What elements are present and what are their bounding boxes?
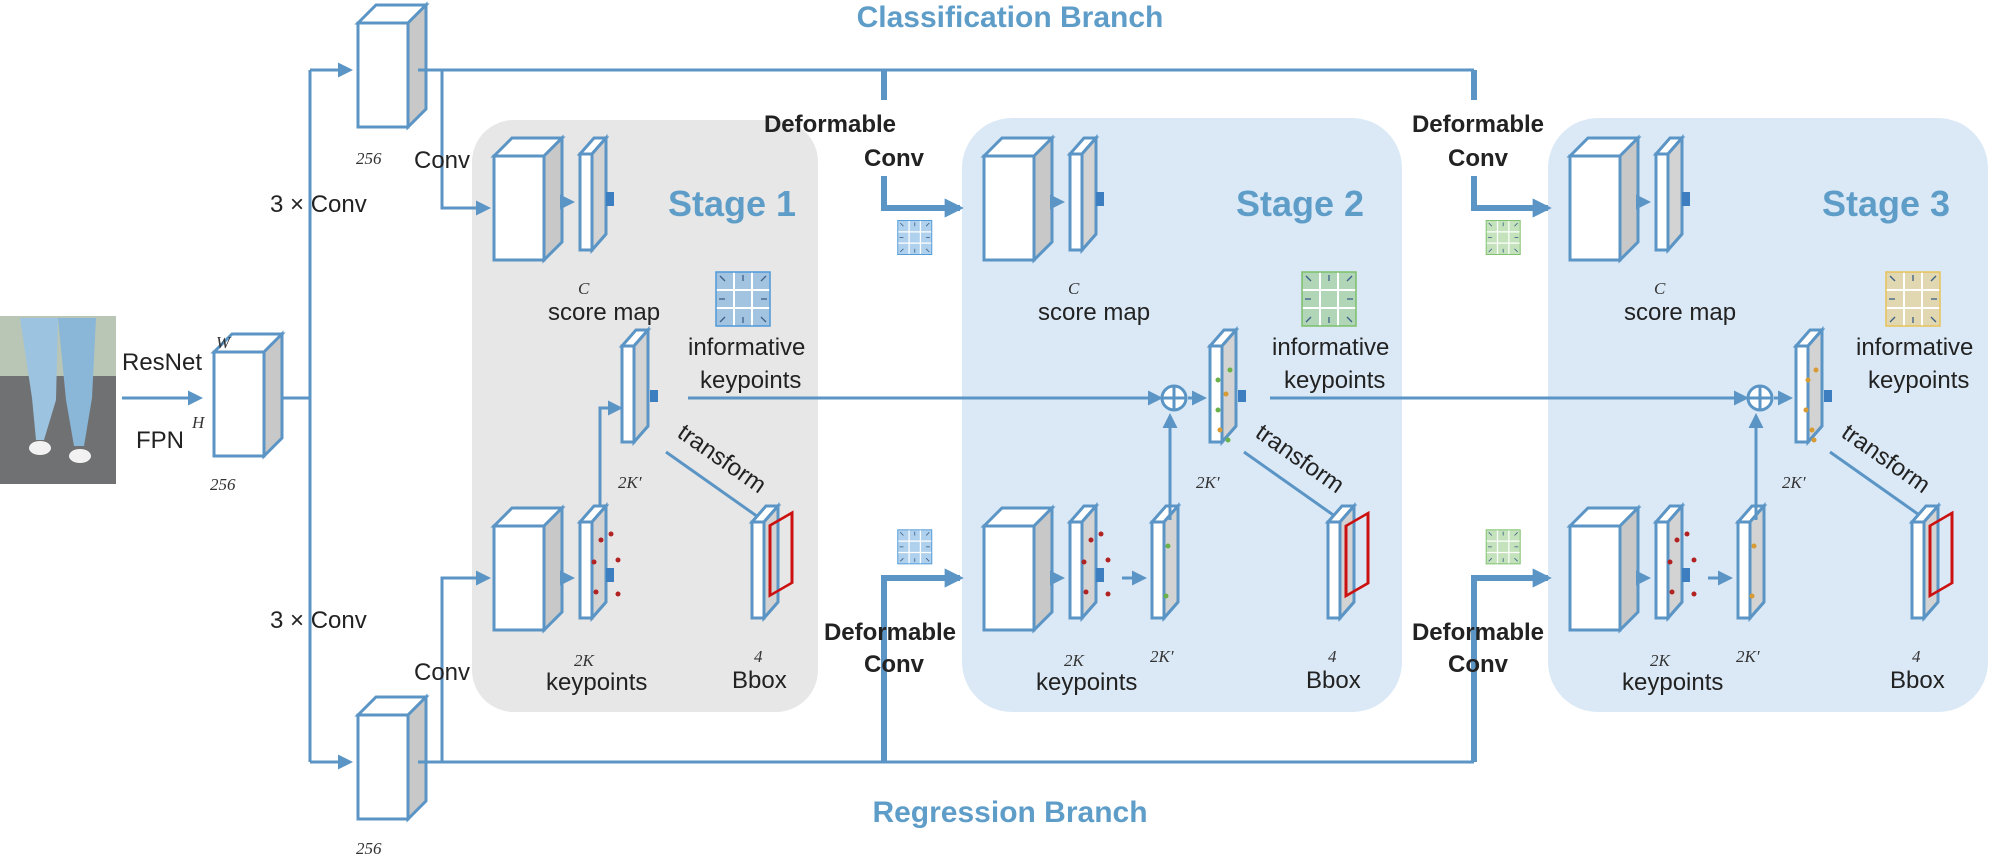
stage3-score-map (1654, 136, 1684, 252)
stage1-score-dim: C (578, 279, 590, 298)
stage2-offset-grid-icon (1301, 271, 1357, 327)
stage3-reg-feature (1568, 506, 1640, 632)
stage2-info-keypoint-map (1208, 328, 1238, 444)
stage1-info-line1: informative (688, 334, 805, 361)
input-image (0, 316, 116, 484)
cls-head-channels: 256 (356, 149, 382, 168)
deform-2-bottom-grid-icon (1485, 529, 1521, 565)
classification-branch-title: Classification Branch (857, 1, 1164, 34)
reg-head-channels: 256 (356, 839, 382, 858)
stage1-info-line2: keypoints (700, 367, 801, 394)
cls-head-feature-map (356, 3, 428, 129)
stage2-score-label: score map (1038, 299, 1150, 326)
stage3-kp-dim: 2K (1650, 651, 1672, 670)
deform-1-top-line2: Conv (864, 145, 925, 172)
stage3-info-line2: keypoints (1868, 367, 1969, 394)
stage2-info-line1: informative (1272, 334, 1389, 361)
stage2-score-dim: C (1068, 279, 1080, 298)
stage1-info-keypoint-map (620, 328, 650, 444)
stage3-offset-map (1736, 504, 1766, 620)
stage2-kp-label: keypoints (1036, 669, 1137, 696)
stage2-offset-dim: 2K′ (1150, 647, 1174, 666)
stage2-info-line2: keypoints (1284, 367, 1385, 394)
stage-2-title: Stage 2 (1236, 183, 1364, 224)
stage2-reg-feature (982, 506, 1054, 632)
stage2-offset-map (1150, 504, 1180, 620)
fpn-feature-map (212, 332, 284, 458)
stage3-score-dim: C (1654, 279, 1666, 298)
stage1-bbox-dim: 4 (754, 647, 763, 666)
deform-1-bottom-line2: Conv (864, 651, 925, 678)
deform-1-top-line1: Deformable (764, 111, 896, 138)
deform-2-top-line2: Conv (1448, 145, 1509, 172)
deform-2-top-grid-icon (1485, 219, 1521, 256)
stage1-reg-feature (492, 506, 564, 632)
stage3-cls-feature (1568, 136, 1640, 262)
resnet-label: ResNet (122, 349, 202, 376)
stage3-bbox-label: Bbox (1890, 667, 1945, 694)
stage1-info-dim: 2K′ (618, 473, 642, 492)
fpn-label: FPN (136, 427, 184, 454)
stage3-info-line1: informative (1856, 334, 1973, 361)
deform-1-top-grid-icon (897, 219, 933, 256)
regression-branch-title: Regression Branch (872, 796, 1147, 829)
stage1-cls-feature (492, 136, 564, 262)
stage3-info-keypoint-map (1794, 328, 1824, 444)
stage1-score-label: score map (548, 299, 660, 326)
stage1-kp-dim: 2K (574, 651, 596, 670)
deform-1-bottom-grid-icon (897, 529, 933, 565)
deform-2-top-line1: Deformable (1412, 111, 1544, 138)
stage-3-title: Stage 3 (1822, 183, 1950, 224)
deform-2-bottom-line1: Deformable (1412, 619, 1544, 646)
stage3-score-label: score map (1624, 299, 1736, 326)
stage2-bbox-dim: 4 (1328, 647, 1337, 666)
stage3-kp-label: keypoints (1622, 669, 1723, 696)
stage1-offset-grid-icon (715, 271, 771, 327)
cls-conv-label: Conv (414, 147, 470, 174)
stage1-kp-label: keypoints (546, 669, 647, 696)
cls-conv-tower-label: 3 × Conv (270, 191, 367, 218)
fpn-channels-label: 256 (210, 475, 236, 494)
stage2-bbox-label: Bbox (1306, 667, 1361, 694)
stage1-score-map (578, 136, 608, 252)
fpn-h-label: H (191, 413, 206, 432)
fpn-w-label: W (216, 333, 232, 352)
stage3-offset-dim: 2K′ (1736, 647, 1760, 666)
deform-2-bottom-line2: Conv (1448, 651, 1509, 678)
stage3-info-dim: 2K′ (1782, 473, 1806, 492)
reg-head-feature-map (356, 695, 428, 821)
reg-conv-label: Conv (414, 659, 470, 686)
stage3-bbox-dim: 4 (1912, 647, 1921, 666)
stage2-cls-feature (982, 136, 1054, 262)
stage3-offset-grid-icon (1885, 271, 1941, 327)
deform-1-bottom-line1: Deformable (824, 619, 956, 646)
stage1-bbox-label: Bbox (732, 667, 787, 694)
stage2-info-dim: 2K′ (1196, 473, 1220, 492)
stage2-kp-dim: 2K (1064, 651, 1086, 670)
stage-1-title: Stage 1 (668, 183, 796, 224)
reg-conv-tower-label: 3 × Conv (270, 607, 367, 634)
stage2-score-map (1068, 136, 1098, 252)
